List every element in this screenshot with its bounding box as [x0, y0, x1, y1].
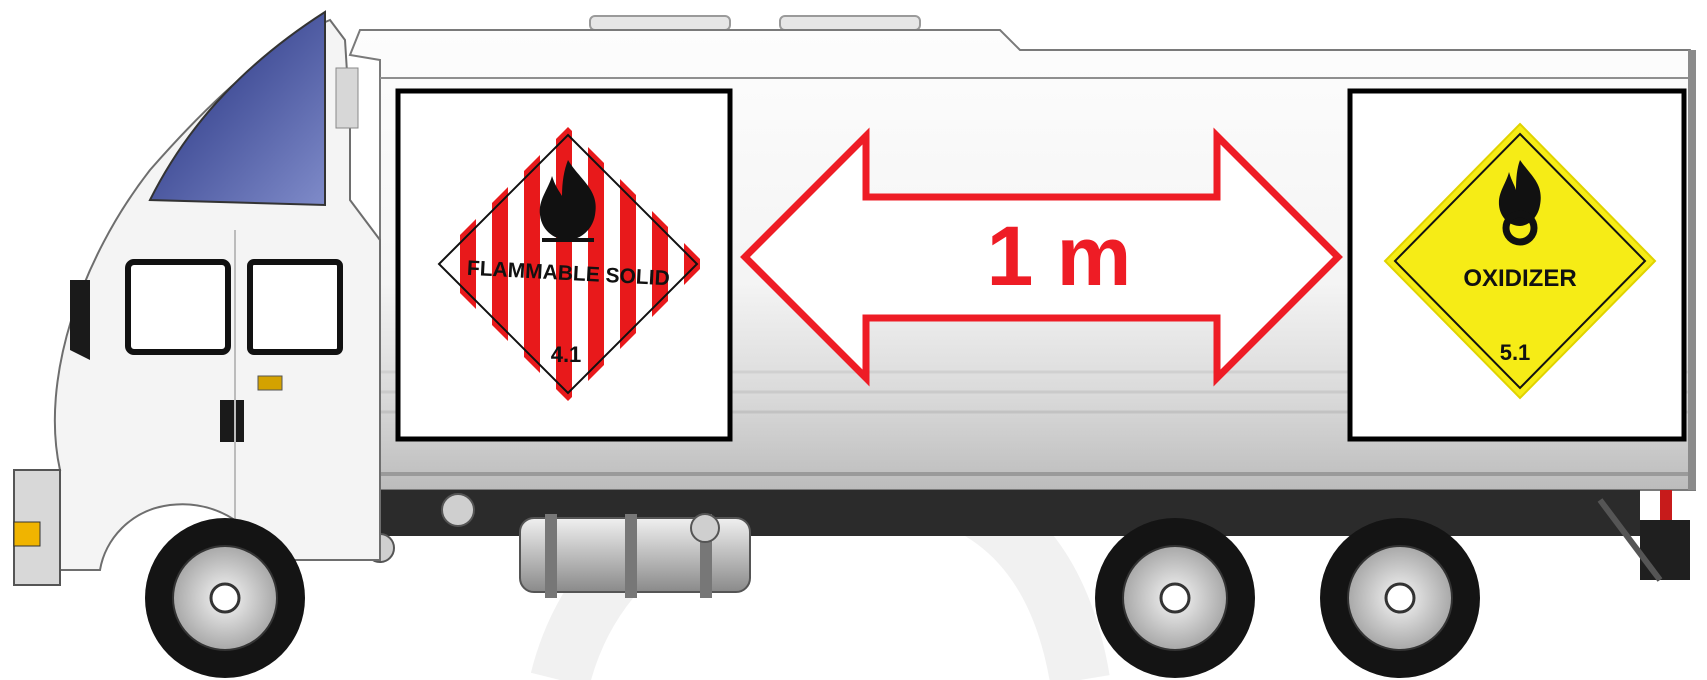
marker-light: [258, 376, 282, 390]
placard-flammable-solid: FLAMMABLE SOLID 4.1: [398, 91, 730, 439]
distance-label: 1 m: [987, 209, 1132, 303]
headlight: [14, 522, 40, 546]
windshield: [150, 12, 325, 205]
truck-cab: [14, 12, 380, 585]
air-tank: [691, 514, 719, 542]
side-mirror: [70, 280, 90, 360]
placard-right-class-number: 5.1: [1500, 340, 1531, 365]
placard-oxidizer: OXIDIZER 5.1: [1350, 91, 1684, 439]
placard-left-class-number: 4.1: [551, 342, 582, 367]
front-wheel: [145, 518, 305, 678]
roof-vent: [780, 16, 920, 30]
rear-wheel: [1320, 518, 1480, 678]
rear-light: [1660, 490, 1672, 520]
rear-wheel: [1095, 518, 1255, 678]
side-grille: [336, 68, 358, 128]
placard-right-text: OXIDIZER: [1463, 265, 1576, 292]
air-tank: [442, 494, 474, 526]
cab-window-rear: [250, 262, 340, 352]
rear-bumper: [1640, 520, 1690, 580]
cab-window: [128, 262, 228, 352]
door-handle: [220, 400, 244, 442]
roof-vent: [590, 16, 730, 30]
